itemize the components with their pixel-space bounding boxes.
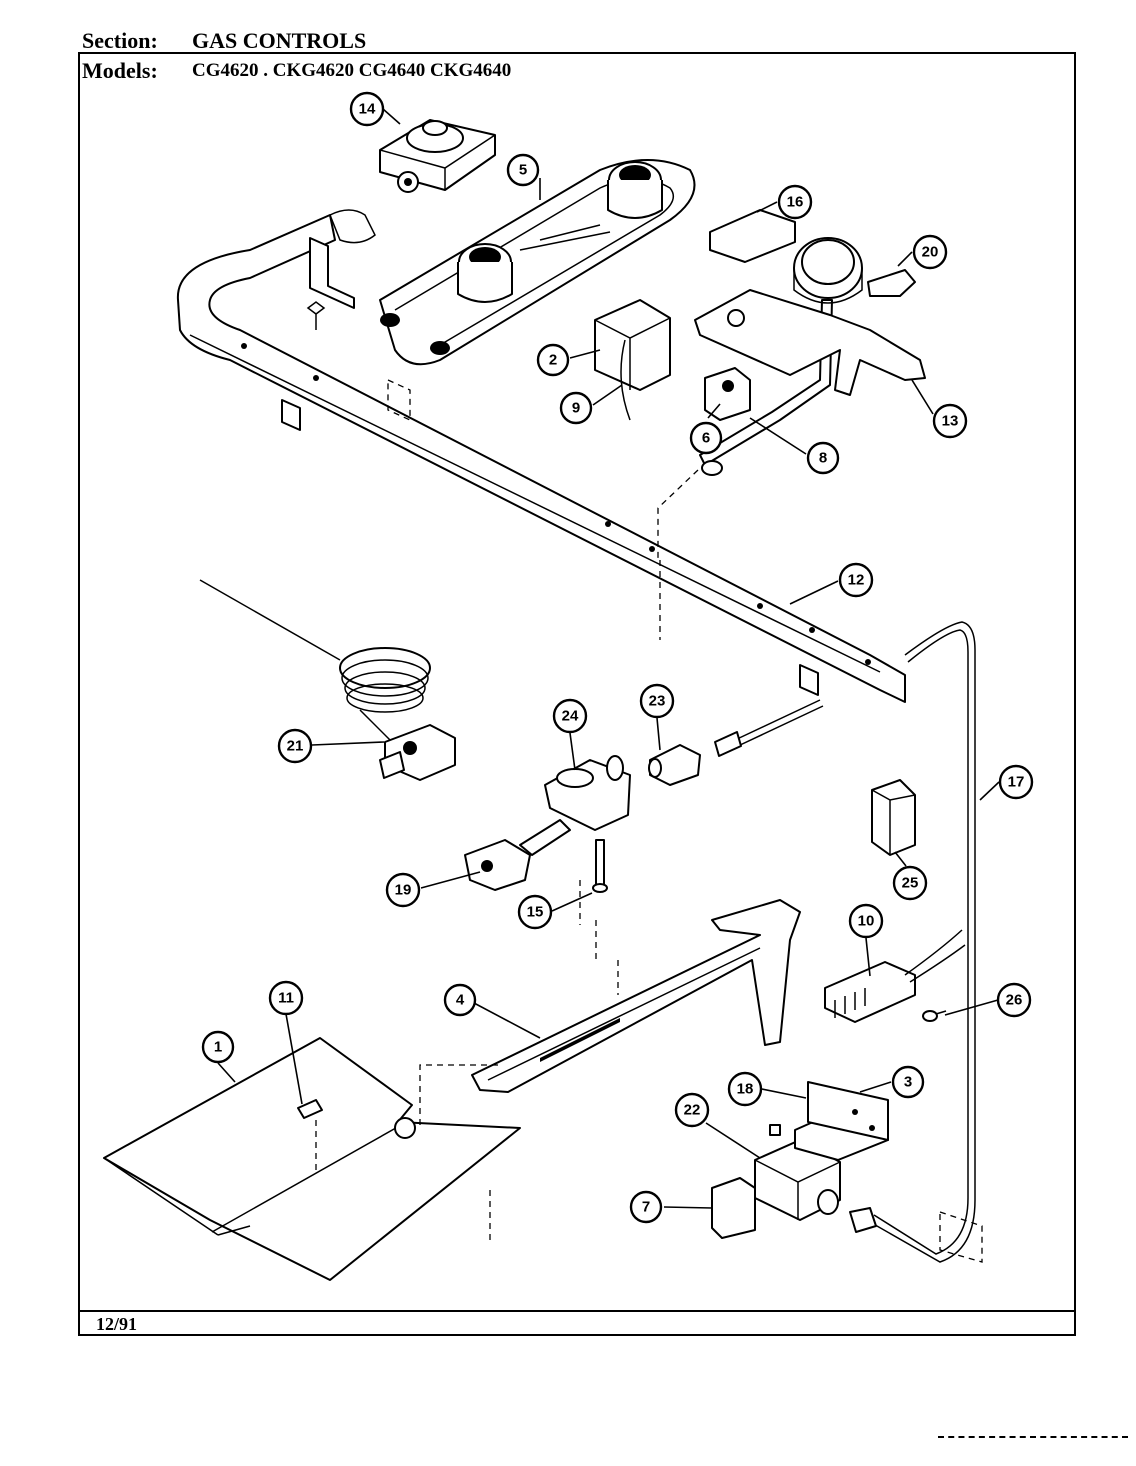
assembly-guide-lines xyxy=(315,469,699,1240)
svg-text:14: 14 xyxy=(359,101,376,118)
callout-17: 17 xyxy=(998,764,1034,800)
callout-18: 18 xyxy=(727,1071,763,1107)
svg-text:2: 2 xyxy=(549,352,557,369)
revision-date: 12/91 xyxy=(96,1314,138,1334)
callout-23: 23 xyxy=(639,683,675,719)
svg-text:4: 4 xyxy=(456,992,465,1009)
valve-support-bracket xyxy=(794,1081,889,1161)
callout-3: 3 xyxy=(891,1065,925,1099)
page-edge-mark xyxy=(938,1436,1128,1438)
svg-text:6: 6 xyxy=(702,430,710,447)
callout-7: 7 xyxy=(629,1190,663,1224)
baffle-clip xyxy=(297,1099,323,1119)
svg-text:19: 19 xyxy=(395,882,412,899)
section-label: Section: xyxy=(82,28,158,53)
svg-text:3: 3 xyxy=(904,1074,912,1091)
svg-text:12: 12 xyxy=(848,572,865,589)
burner-valve xyxy=(519,755,631,856)
svg-text:23: 23 xyxy=(649,693,666,710)
svg-text:7: 7 xyxy=(642,1199,650,1216)
callout-12: 12 xyxy=(838,562,874,598)
valve-screw xyxy=(592,839,608,893)
svg-text:25: 25 xyxy=(902,875,919,892)
svg-text:10: 10 xyxy=(858,913,875,930)
models-list: CG4620 . CKG4620 CG4640 CKG4640 xyxy=(192,60,512,81)
svg-text:8: 8 xyxy=(819,450,827,467)
pilot-tube xyxy=(849,621,983,1263)
top-burner-assembly xyxy=(379,159,696,366)
callout-24: 24 xyxy=(552,698,588,734)
oven-baffle xyxy=(103,1037,521,1281)
svg-text:11: 11 xyxy=(278,990,294,1007)
svg-text:15: 15 xyxy=(527,904,544,921)
svg-text:21: 21 xyxy=(287,738,304,755)
callout-20: 20 xyxy=(912,234,948,270)
valve-mount-bracket xyxy=(711,1177,756,1239)
svg-text:26: 26 xyxy=(1006,992,1023,1009)
svg-text:13: 13 xyxy=(942,413,959,430)
svg-text:20: 20 xyxy=(922,244,939,261)
svg-text:24: 24 xyxy=(562,708,579,725)
svg-text:17: 17 xyxy=(1008,774,1025,791)
callout-22: 22 xyxy=(674,1092,710,1128)
callout-25: 25 xyxy=(892,865,928,901)
callout-4: 4 xyxy=(443,983,477,1017)
dial-mount-clip xyxy=(709,209,796,263)
callout-14: 14 xyxy=(349,91,385,127)
footer-divider xyxy=(78,1310,1076,1312)
callout-1: 1 xyxy=(201,1030,235,1064)
callout-6: 6 xyxy=(689,421,723,455)
oven-ignitor xyxy=(871,779,916,856)
manifold-pipe xyxy=(176,209,906,703)
valve-bracket xyxy=(464,839,531,891)
oven-thermostat xyxy=(199,579,456,781)
bake-ignitor xyxy=(824,929,966,1023)
callout-15: 15 xyxy=(517,894,553,930)
callout-21: 21 xyxy=(277,728,313,764)
orifice-fitting xyxy=(648,744,701,786)
svg-text:16: 16 xyxy=(787,194,804,211)
ignitor-screw xyxy=(922,1010,947,1022)
pressure-regulator xyxy=(379,119,496,193)
thermostat-bracket xyxy=(694,289,926,396)
thermostat-dial xyxy=(793,237,863,304)
svg-text:1: 1 xyxy=(214,1039,222,1056)
models-label: Models: xyxy=(82,58,158,83)
ignitor-bracket xyxy=(594,299,671,421)
callout-8: 8 xyxy=(806,441,840,475)
safety-valve xyxy=(754,1124,841,1221)
svg-text:5: 5 xyxy=(519,162,527,179)
callout-9: 9 xyxy=(559,391,593,425)
oven-burner xyxy=(471,899,801,1093)
orifice-spud xyxy=(714,699,824,757)
svg-text:22: 22 xyxy=(684,1102,701,1119)
callout-19: 19 xyxy=(385,872,421,908)
callout-11: 11 xyxy=(268,980,304,1016)
spark-ignitor-bracket xyxy=(704,367,751,421)
callout-13: 13 xyxy=(932,403,968,439)
callout-leaders xyxy=(217,108,1000,1209)
callout-26: 26 xyxy=(996,982,1032,1018)
thermostat-terminal xyxy=(867,269,916,297)
section-title: GAS CONTROLS xyxy=(192,28,367,53)
callout-2: 2 xyxy=(536,343,570,377)
callout-10: 10 xyxy=(848,903,884,939)
svg-text:9: 9 xyxy=(572,400,580,417)
callout-5: 5 xyxy=(506,153,540,187)
svg-text:18: 18 xyxy=(737,1081,754,1098)
diagram-frame xyxy=(78,52,1076,1336)
callout-16: 16 xyxy=(777,184,813,220)
